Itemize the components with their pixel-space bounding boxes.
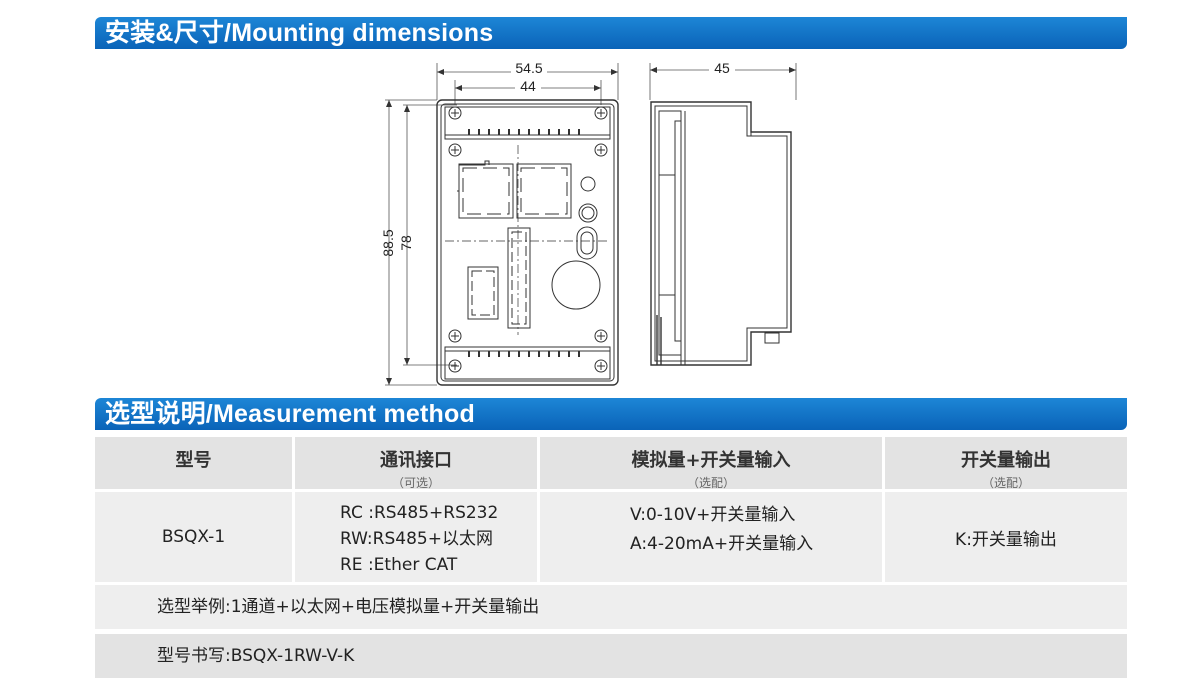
front-view: 54.5 44 88.5 78	[380, 60, 619, 386]
side-view: 45	[649, 60, 797, 366]
dim-depth: 45	[714, 60, 730, 76]
header-label: 模拟量+开关量输入	[631, 450, 791, 471]
comm-option: RE :Ether CAT	[340, 555, 458, 575]
table-header-row: 型号 通讯接口 （可选） 模拟量+开关量输入 （选配） 开关量输出 （选配）	[95, 437, 1127, 490]
header-analog: 模拟量+开关量输入 （选配）	[540, 437, 882, 490]
dim-width-outer: 54.5	[515, 60, 542, 76]
model-code: 型号书写:BSQX-1RW-V-K	[95, 634, 1127, 678]
selection-table: 型号 通讯接口 （可选） 模拟量+开关量输入 （选配） 开关量输出 （选配） B…	[95, 437, 1127, 678]
header-label: 通讯接口	[380, 450, 452, 471]
header-sub: （可选）	[391, 476, 440, 490]
dim-width-inner: 44	[520, 78, 536, 94]
selection-example: 选型举例:1通道+以太网+电压模拟量+开关量输出	[95, 585, 1127, 629]
cell-comm: RC :RS485+RS232 RW:RS485+以太网 RE :Ether C…	[295, 492, 537, 582]
dim-height-outer: 88.5	[380, 229, 396, 256]
comm-option: RW:RS485+以太网	[340, 529, 493, 549]
table-row: BSQX-1 RC :RS485+RS232 RW:RS485+以太网 RE :…	[95, 492, 1127, 582]
cell-analog: V:0-10V+开关量输入 A:4-20mA+开关量输入	[540, 492, 882, 582]
measurement-section-title: 选型说明/Measurement method	[95, 398, 1127, 430]
header-label: 开关量输出	[961, 450, 1051, 471]
cell-output: K:开关量输出	[885, 492, 1127, 582]
header-output: 开关量输出 （选配）	[885, 437, 1127, 490]
header-model: 型号	[95, 437, 292, 489]
header-label: 型号	[175, 450, 212, 471]
analog-option: A:4-20mA+开关量输入	[630, 534, 814, 554]
dim-height-inner: 78	[398, 235, 414, 251]
analog-option: V:0-10V+开关量输入	[630, 505, 796, 525]
mounting-section-title: 安装&尺寸/Mounting dimensions	[95, 17, 1127, 49]
header-sub: （选配）	[686, 476, 735, 490]
cell-model: BSQX-1	[95, 492, 292, 582]
mounting-dimensions-drawing: 54.5 44 88.5 78	[380, 60, 797, 386]
header-comm: 通讯接口 （可选）	[295, 437, 537, 490]
header-sub: （选配）	[981, 476, 1030, 490]
comm-option: RC :RS485+RS232	[340, 503, 499, 523]
